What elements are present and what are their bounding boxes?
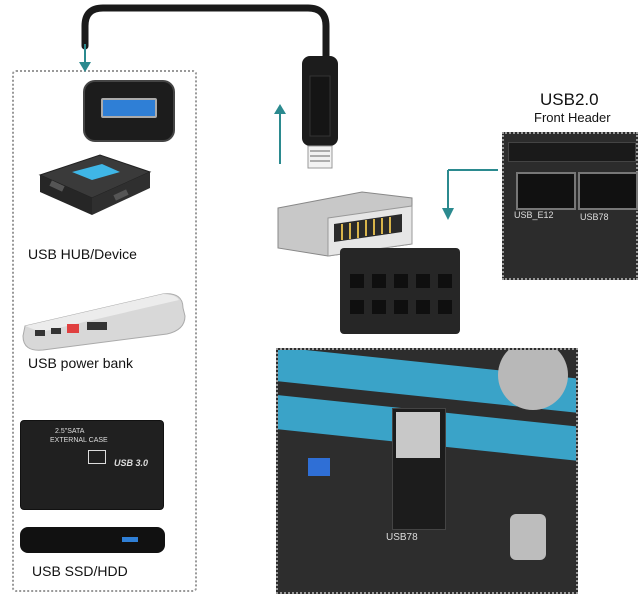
front-header-connector-2 (578, 172, 638, 210)
capacitor (510, 514, 546, 560)
jumper (308, 458, 330, 476)
board-label-usb78: USB78 (580, 212, 609, 222)
up-arrow-icon (274, 104, 286, 164)
motherboard-photo: USB78 (276, 348, 578, 594)
device-panel (12, 70, 197, 592)
hdd-usb-badge (88, 450, 106, 464)
usb-hub-label: USB HUB/Device (28, 246, 137, 262)
power-bank-label: USB power bank (28, 355, 134, 371)
hdd-case-image (20, 420, 164, 510)
ssd-image (20, 527, 165, 553)
header-subtitle: Front Header (534, 110, 611, 125)
down-arrow-icon (79, 44, 91, 72)
power-bank-image (22, 293, 186, 351)
adapter-image (277, 191, 460, 334)
hdd-case-line1: 2.5"SATA (55, 428, 85, 435)
usb-hub-image (38, 154, 152, 215)
connector-arrow-icon (442, 169, 498, 220)
mounted-adapter-metal (396, 412, 440, 458)
header-plug-image (302, 56, 338, 169)
battery (498, 350, 568, 410)
front-header-slot (508, 142, 636, 162)
ssd-usb-port (122, 537, 138, 542)
hdd-case-line2: EXTERNAL CASE (50, 437, 108, 444)
board-label-usb78-bottom: USB78 (386, 532, 418, 543)
front-header-connector (516, 172, 576, 210)
header-title: USB2.0 (540, 90, 599, 109)
board-label-usb-e12: USB_E12 (514, 210, 554, 220)
usb-port-icon (101, 98, 157, 118)
ssd-hdd-label: USB SSD/HDD (32, 563, 128, 579)
hdd-case-usb: USB 3.0 (114, 458, 149, 468)
